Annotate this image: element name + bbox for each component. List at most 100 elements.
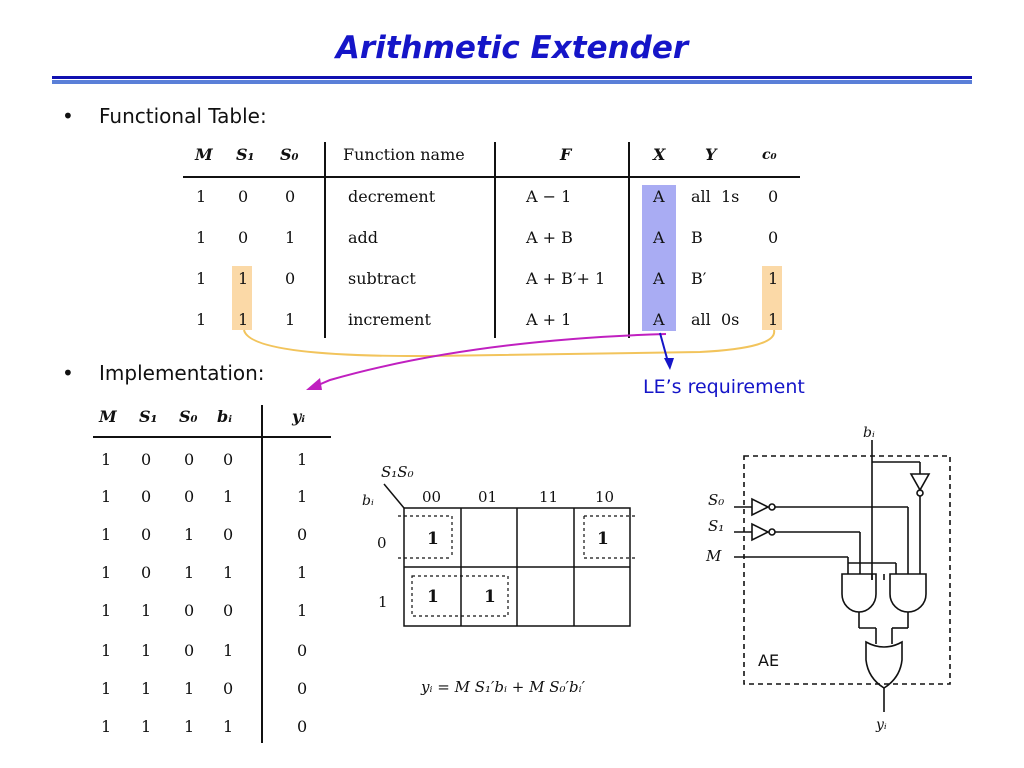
ft-cell: all 0s	[691, 310, 740, 329]
tt-cell: 1	[223, 563, 234, 582]
table-vertical-rule	[494, 142, 496, 338]
tt-cell: 0	[184, 450, 195, 469]
ft-cell: B	[691, 228, 703, 247]
ft-cell: 1	[285, 310, 296, 329]
ft-cell: 1	[238, 269, 249, 288]
tt-cell: 1	[297, 487, 308, 506]
header-m: M	[195, 145, 213, 164]
header-f: F	[560, 145, 572, 164]
ae-block-border	[743, 455, 951, 685]
ft-cell: 1	[196, 228, 207, 247]
circuit-input-b: bᵢ	[863, 425, 875, 441]
tt-cell: 1	[223, 641, 234, 660]
ft-cell: 1	[768, 269, 779, 288]
kmap-row-label: 0	[377, 534, 387, 552]
blue-connector	[659, 332, 669, 363]
ft-cell: 1	[196, 187, 207, 206]
tt-header-s0: S₀	[179, 407, 198, 426]
ft-cell: 1	[196, 269, 207, 288]
kmap-cell: 1	[427, 529, 439, 549]
ft-cell: A + 1	[526, 310, 572, 329]
ft-cell: subtract	[348, 269, 416, 288]
tt-cell: 1	[101, 487, 112, 506]
kmap-col-label: 01	[478, 488, 498, 506]
tt-cell: 1	[297, 601, 308, 620]
tt-cell: 0	[223, 601, 234, 620]
tt-cell: 1	[184, 525, 195, 544]
ft-cell: A + B	[526, 228, 573, 247]
table-vertical-rule	[324, 142, 326, 338]
tt-header-y: yᵢ	[292, 407, 306, 426]
functional-table-heading: Functional Table:	[99, 104, 267, 128]
page-title: Arithmetic Extender	[335, 30, 689, 66]
ae-block-label: AE	[758, 651, 780, 670]
c0-highlight	[762, 266, 782, 330]
ft-cell: A	[653, 310, 665, 329]
tt-cell: 0	[141, 487, 152, 506]
ft-cell: A	[653, 187, 665, 206]
tt-header-rule	[93, 436, 331, 438]
header-s1: S₁	[236, 145, 255, 164]
magenta-arrowhead	[306, 378, 322, 390]
ft-cell: 1	[285, 228, 296, 247]
tt-cell: 0	[184, 641, 195, 660]
tt-cell: 1	[141, 601, 152, 620]
tt-cell: 1	[184, 563, 195, 582]
tt-cell: 0	[297, 717, 308, 736]
tt-header-m: M	[99, 407, 117, 426]
tt-cell: 1	[101, 450, 112, 469]
tt-cell: 1	[141, 717, 152, 736]
ft-cell: 0	[285, 187, 296, 206]
tt-cell: 0	[223, 450, 234, 469]
circuit-input-s0: S₀	[708, 491, 725, 509]
tt-cell: 1	[223, 487, 234, 506]
tt-cell: 1	[184, 717, 195, 736]
tt-cell: 0	[297, 641, 308, 660]
bullet-dot: •	[62, 361, 74, 385]
kmap-cell: 1	[484, 587, 496, 607]
ft-cell: increment	[348, 310, 431, 329]
tt-header-s1: S₁	[139, 407, 158, 426]
header-y: Y	[705, 145, 717, 164]
orange-connector	[243, 329, 776, 358]
kmap-row-label: 1	[378, 593, 388, 611]
tt-cell: 1	[297, 563, 308, 582]
tt-cell: 0	[223, 525, 234, 544]
kmap-corner-left: bᵢ	[362, 493, 374, 509]
tt-cell: 1	[101, 601, 112, 620]
kmap-cell: 1	[597, 529, 609, 549]
tt-cell: 1	[101, 563, 112, 582]
kmap-col-label: 10	[595, 488, 615, 506]
tt-cell: 1	[101, 525, 112, 544]
ft-cell: A − 1	[526, 187, 572, 206]
title-divider-shadow	[52, 80, 972, 84]
x-column-highlight	[642, 185, 676, 331]
ft-cell: 0	[285, 269, 296, 288]
ft-cell: decrement	[348, 187, 436, 206]
tt-cell: 1	[101, 641, 112, 660]
circuit-input-s1: S₁	[708, 517, 725, 535]
tt-cell: 1	[223, 717, 234, 736]
ft-cell: 0	[238, 228, 249, 247]
tt-cell: 0	[141, 525, 152, 544]
tt-vertical-rule	[261, 405, 263, 743]
tt-cell: 0	[297, 679, 308, 698]
ft-cell: 1	[196, 310, 207, 329]
implementation-heading: Implementation:	[99, 361, 265, 385]
tt-cell: 0	[184, 601, 195, 620]
s1-highlight	[232, 266, 252, 330]
kmap-col-label: 00	[422, 488, 442, 506]
ft-cell: 1	[768, 310, 779, 329]
tt-cell: 0	[141, 563, 152, 582]
kmap-corner-top: S₁S₀	[381, 463, 414, 481]
tt-cell: 0	[297, 525, 308, 544]
ft-cell: 0	[238, 187, 249, 206]
tt-cell: 0	[223, 679, 234, 698]
table-header-rule	[183, 176, 800, 178]
header-c0: c₀	[762, 147, 777, 163]
circuit-input-m: M	[706, 547, 722, 565]
tt-cell: 1	[101, 717, 112, 736]
magenta-connector	[315, 333, 667, 387]
